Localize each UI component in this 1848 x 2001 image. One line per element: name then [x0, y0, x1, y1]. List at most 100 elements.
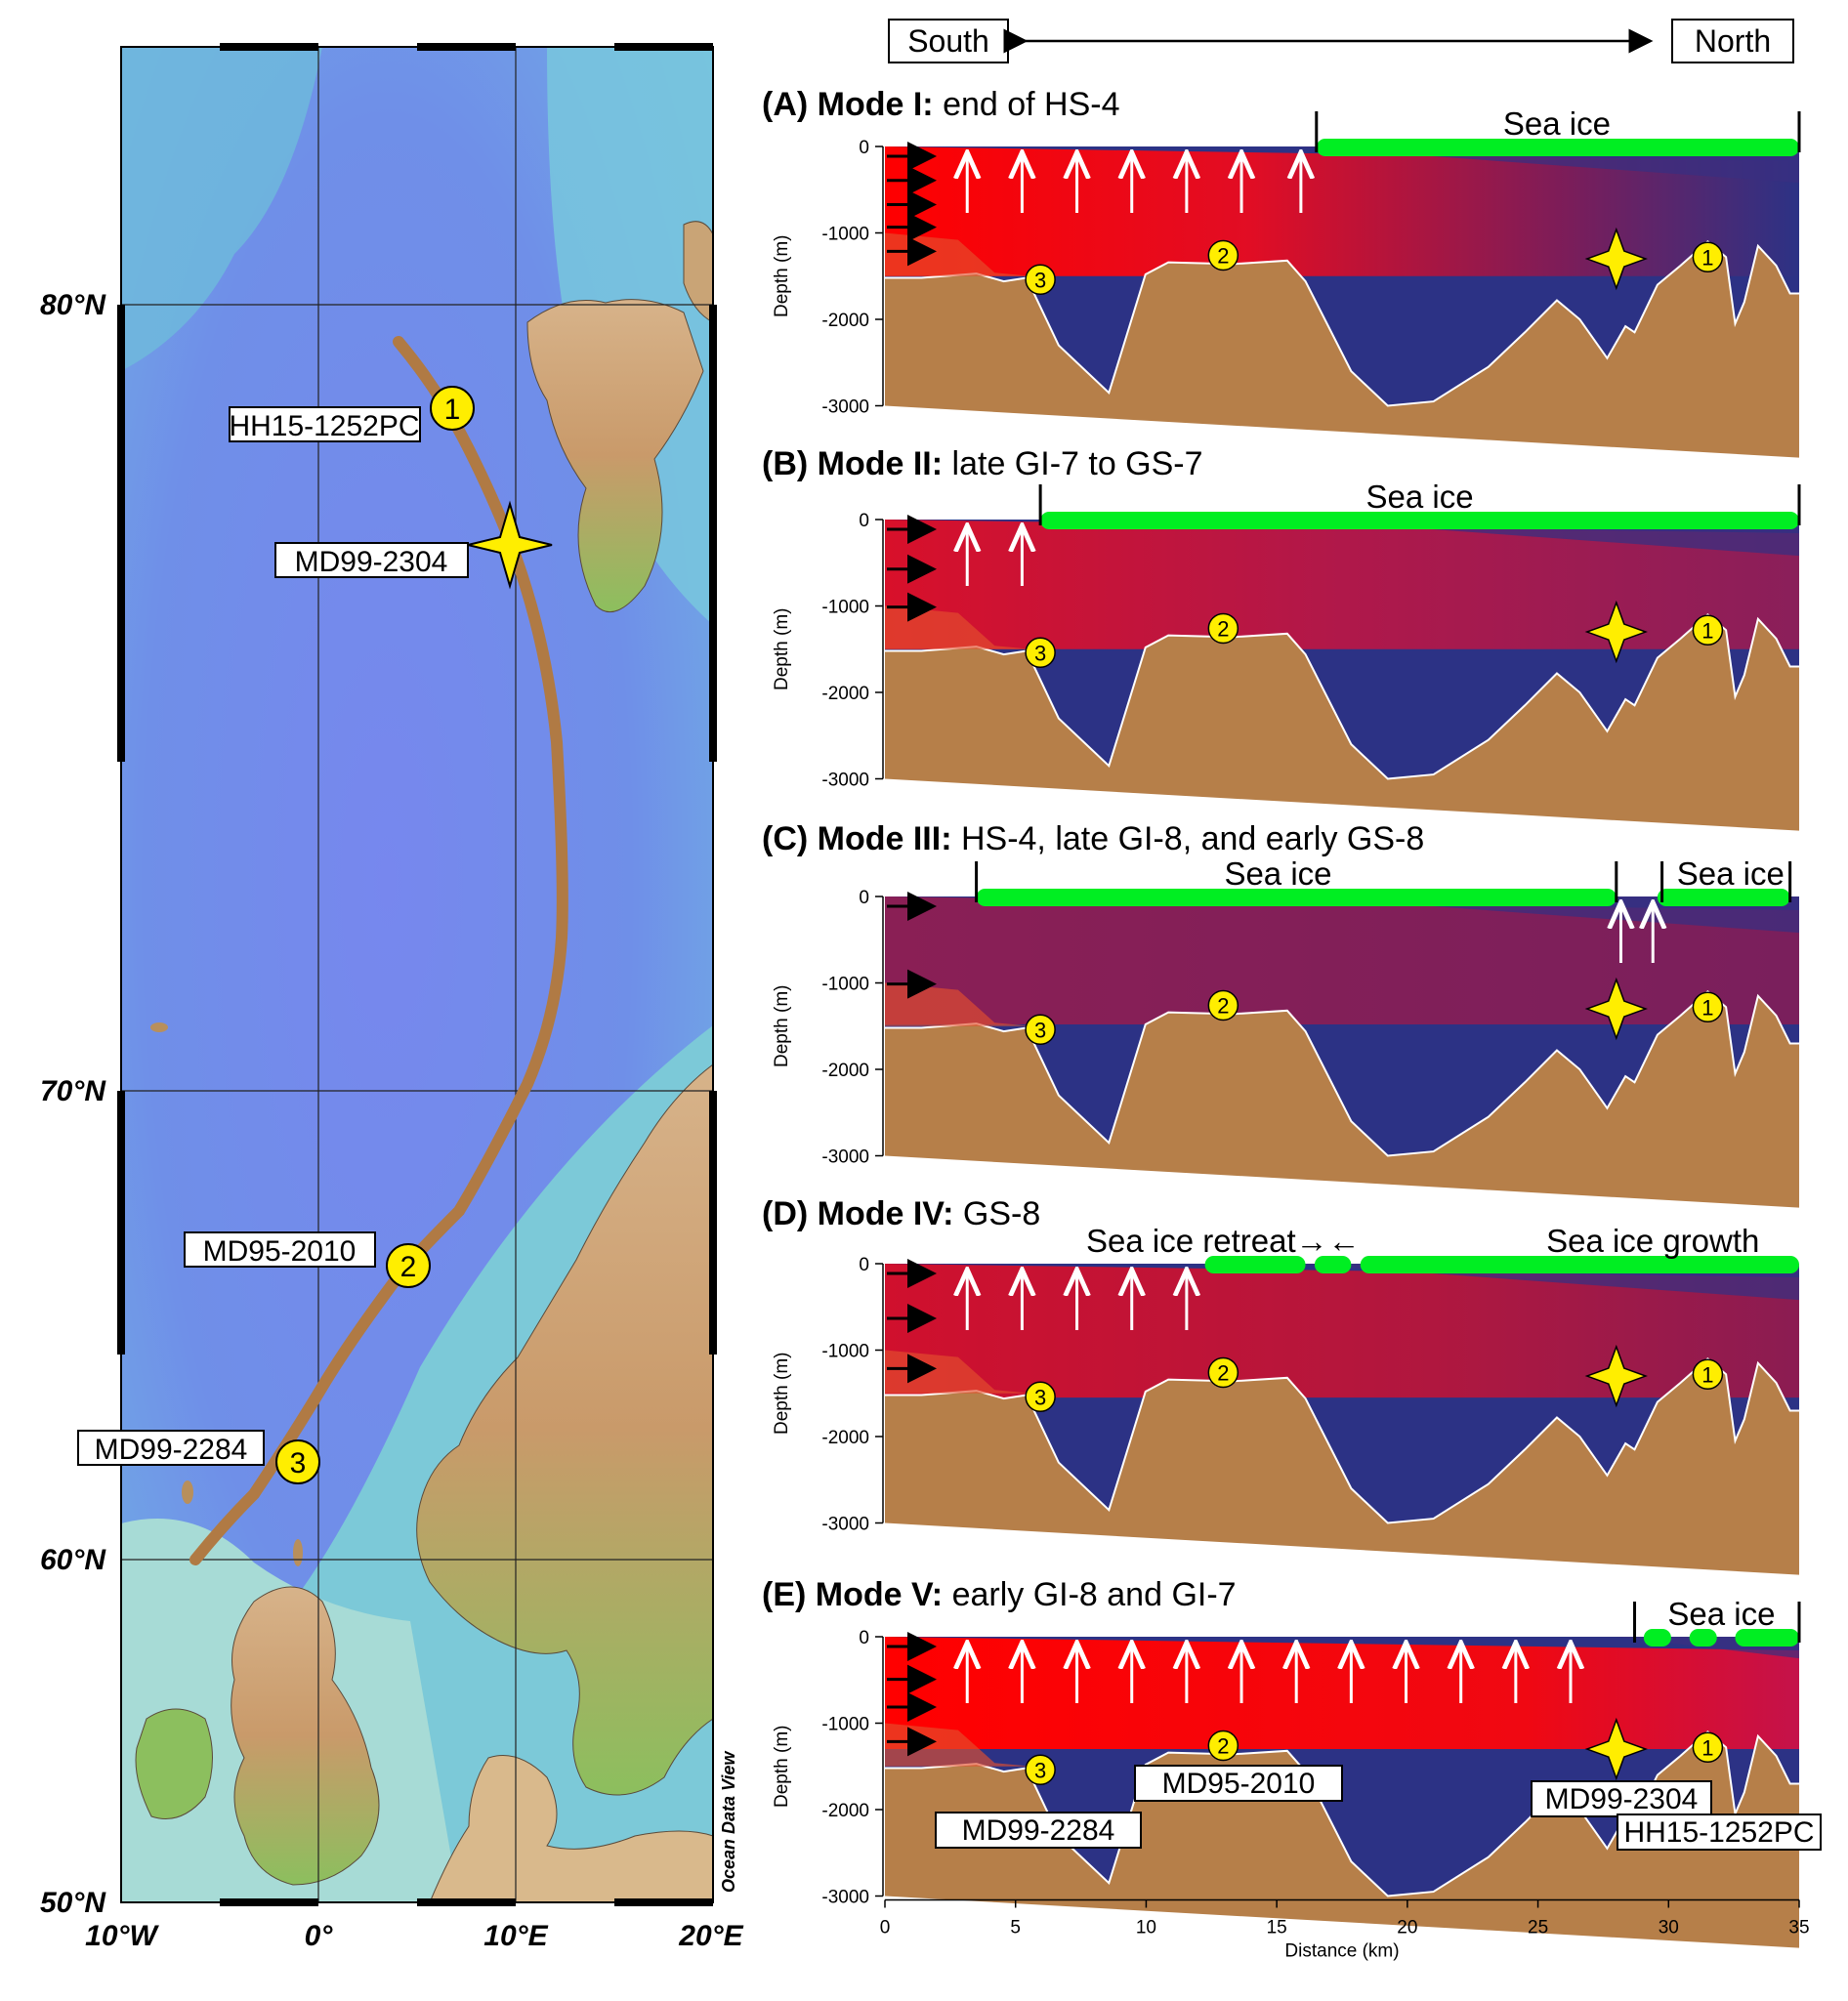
seafloor-outline: [885, 1357, 1799, 1524]
panel-title: (E) Mode V: early GI-8 and GI-7: [762, 1576, 1237, 1613]
seafloor: [885, 1358, 1799, 1575]
seafloor: [885, 614, 1799, 831]
sea-ice: [1204, 1256, 1306, 1273]
sea-ice-label: Sea ice retreat→←: [1086, 1223, 1361, 1259]
seafloor-outline: [885, 990, 1799, 1157]
section-marker-1: [1692, 614, 1724, 646]
lat-label-50n: 50°N: [40, 1887, 106, 1919]
south-box: [888, 19, 1009, 63]
y-axis-label: Depth (m): [772, 1353, 792, 1435]
seafloor-outline: [885, 613, 1799, 780]
section-core-label: MD99-2304: [1545, 1783, 1699, 1815]
x-tick-label: 30: [1659, 1918, 1679, 1938]
y-tick-label: -2000: [821, 311, 869, 331]
section-marker-label: 2: [1217, 617, 1229, 642]
svg-text:3: 3: [290, 1447, 307, 1480]
sea-ice-label: Sea ice: [1366, 479, 1474, 515]
lat-label-80n: 80°N: [40, 289, 106, 321]
svg-text:HH15-1252PC: HH15-1252PC: [229, 410, 419, 442]
y-tick-label: -2000: [821, 684, 869, 704]
section-marker-3: [1025, 637, 1056, 669]
section-marker-label: 1: [1701, 1362, 1713, 1387]
map-watermark: Ocean Data View: [719, 1751, 738, 1893]
section-marker-label: 3: [1034, 1018, 1046, 1042]
map-marker-2: 2: [386, 1243, 431, 1288]
section-marker-label: 2: [1217, 994, 1229, 1019]
section-marker-2: [1207, 1356, 1239, 1389]
x-tick-label: 0: [880, 1918, 891, 1938]
y-tick-label: -1000: [821, 975, 869, 995]
section-core-box: [1617, 1813, 1822, 1851]
map-marker-1: 1: [430, 386, 475, 431]
section-marker-1: [1692, 991, 1724, 1023]
x-tick-label: 5: [1010, 1918, 1021, 1938]
land-jan-mayen: [150, 1022, 168, 1032]
warm-water: [885, 896, 1799, 1024]
land-britain: [231, 1586, 380, 1886]
y-tick-label: 0: [859, 1628, 869, 1648]
north-label: North: [1695, 23, 1771, 59]
y-tick-label: 0: [859, 1255, 869, 1275]
section-marker-2: [1207, 239, 1239, 271]
y-tick-label: 0: [859, 511, 869, 531]
y-tick-label: -3000: [821, 1515, 869, 1535]
sea-ice-label: Sea ice growth: [1546, 1223, 1759, 1259]
section-marker-label: 2: [1217, 244, 1229, 269]
section-marker-3: [1025, 1754, 1056, 1786]
x-tick-label: 15: [1267, 1918, 1287, 1938]
panel-title: (C) Mode III: HS-4, late GI-8, and early…: [762, 820, 1424, 857]
section-marker-2: [1207, 612, 1239, 645]
north-box: [1671, 19, 1794, 63]
svg-text:1: 1: [444, 394, 461, 426]
section-marker-label: 3: [1034, 641, 1046, 665]
section-core-label: MD99-2284: [962, 1814, 1115, 1847]
y-tick-label: -2000: [821, 1428, 869, 1448]
seafloor-outline: [885, 240, 1799, 407]
section-marker-3: [1025, 264, 1056, 296]
section-marker-1: [1692, 1358, 1724, 1391]
y-tick-label: -2000: [821, 1061, 869, 1081]
y-axis-label: Depth (m): [772, 985, 792, 1067]
panel-title: (D) Mode IV: GS-8: [762, 1195, 1040, 1232]
land-scandinavia: [416, 1063, 714, 1796]
sea-ice: [1735, 1629, 1799, 1647]
lat-label-70n: 70°N: [40, 1075, 106, 1107]
panel-title: (B) Mode II: late GI-7 to GS-7: [762, 445, 1203, 482]
sea-ice: [1689, 1629, 1717, 1647]
section-marker-3: [1025, 1014, 1056, 1046]
y-tick-label: -3000: [821, 771, 869, 791]
map-marker-star-icon: [467, 500, 553, 590]
lon-label-10e: 10°E: [483, 1920, 548, 1952]
y-tick-label: -1000: [821, 225, 869, 245]
direction-bar: South North: [888, 19, 1794, 63]
section-star-icon: [1584, 1717, 1648, 1781]
y-axis-label: Depth (m): [772, 235, 792, 317]
sea-ice-label: Sea ice: [1503, 105, 1611, 142]
section-marker-label: 3: [1034, 1758, 1046, 1782]
y-axis-label: Depth (m): [772, 608, 792, 690]
sea-ice: [1040, 512, 1799, 529]
section-core-label: MD95-2010: [1162, 1768, 1316, 1800]
y-tick-label: -3000: [821, 397, 869, 418]
y-tick-label: 0: [859, 138, 869, 158]
lon-label-20e: 20°E: [678, 1920, 743, 1952]
section-marker-label: 1: [1701, 245, 1713, 270]
section-marker-label: 1: [1701, 1735, 1713, 1760]
section-marker-label: 2: [1217, 1734, 1229, 1759]
section-marker-label: 3: [1034, 1385, 1046, 1409]
sea-ice: [1643, 1629, 1671, 1647]
map-label-md992284: MD99-2284: [77, 1430, 265, 1466]
land-faroe: [182, 1480, 193, 1504]
x-tick-label: 10: [1136, 1918, 1156, 1938]
section-core-box: [935, 1812, 1142, 1849]
section-star-icon: [1584, 1344, 1648, 1408]
lon-label-0: 0°: [305, 1920, 334, 1952]
sea-ice-label: Sea ice: [1224, 855, 1331, 892]
map-marker-3: 3: [275, 1439, 320, 1484]
y-tick-label: -1000: [821, 1715, 869, 1735]
x-tick-label: 20: [1397, 1918, 1417, 1938]
